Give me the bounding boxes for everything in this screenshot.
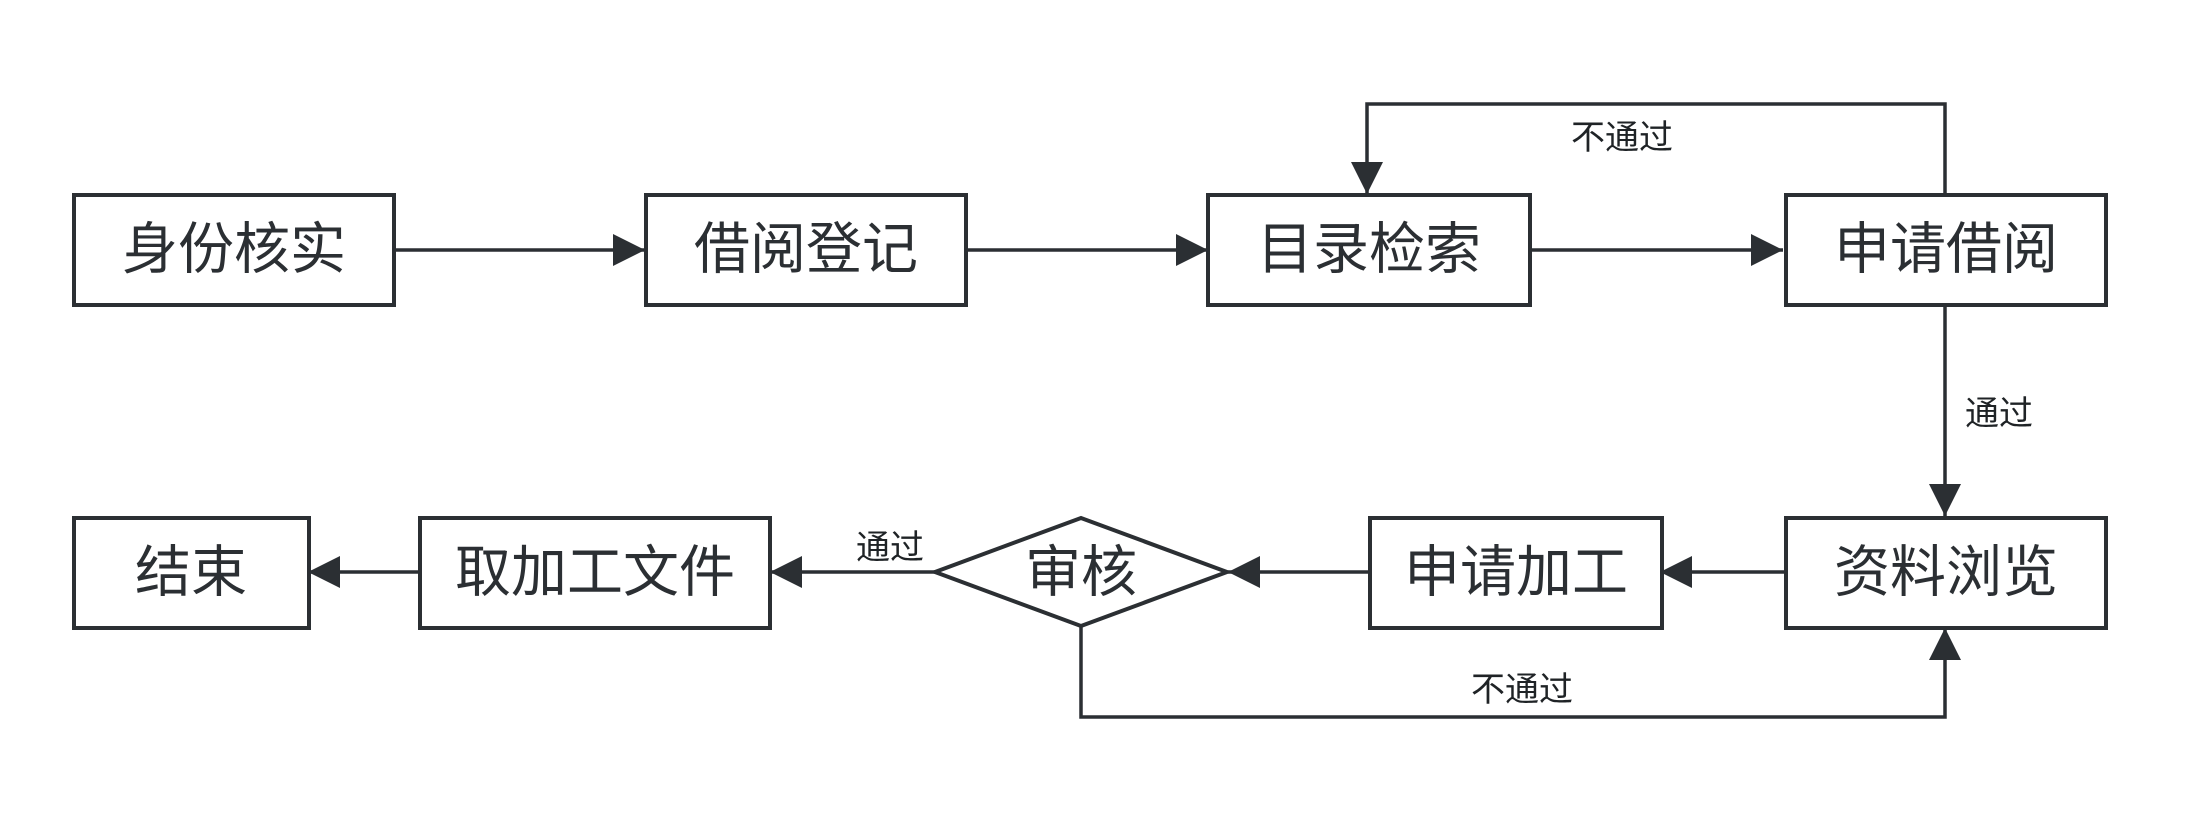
node-apply-borrow: 申请借阅: [1784, 193, 2108, 307]
node-label-borrow-register: 借阅登记: [694, 218, 918, 283]
label-review-to-retrieve-pass: 通过: [856, 528, 924, 568]
node-borrow-register: 借阅登记: [644, 193, 968, 307]
edges: [308, 102, 1961, 719]
node-label-end: 结束: [135, 541, 247, 606]
label-review-to-browse-reject: 不通过: [1471, 670, 1573, 710]
node-identity-check: 身份核实: [72, 193, 396, 307]
node-label-retrieve-files: 取加工文件: [455, 541, 735, 606]
node-retrieve-files: 取加工文件: [418, 516, 772, 630]
node-browse-materials: 资料浏览: [1784, 516, 2108, 630]
node-label-apply-borrow: 申请借阅: [1834, 218, 2058, 283]
node-review: 审核: [929, 515, 1233, 629]
node-end: 结束: [72, 516, 311, 630]
edge-apply-to-search-reject: [1351, 102, 1947, 194]
edge-labels: 不通过 通过 通过 不通过: [856, 118, 2033, 710]
node-apply-processing: 申请加工: [1368, 516, 1664, 630]
label-apply-to-browse-pass: 通过: [1965, 394, 2033, 434]
node-label-review: 审核: [1025, 541, 1137, 606]
node-label-browse-materials: 资料浏览: [1834, 541, 2058, 606]
node-label-identity-check: 身份核实: [122, 218, 346, 283]
edge-review-to-browse-reject: [1079, 626, 1961, 719]
node-label-apply-processing: 申请加工: [1404, 541, 1628, 606]
label-apply-to-search-reject: 不通过: [1571, 118, 1673, 158]
node-catalog-search: 目录检索: [1206, 193, 1532, 307]
node-label-catalog-search: 目录检索: [1257, 218, 1481, 283]
